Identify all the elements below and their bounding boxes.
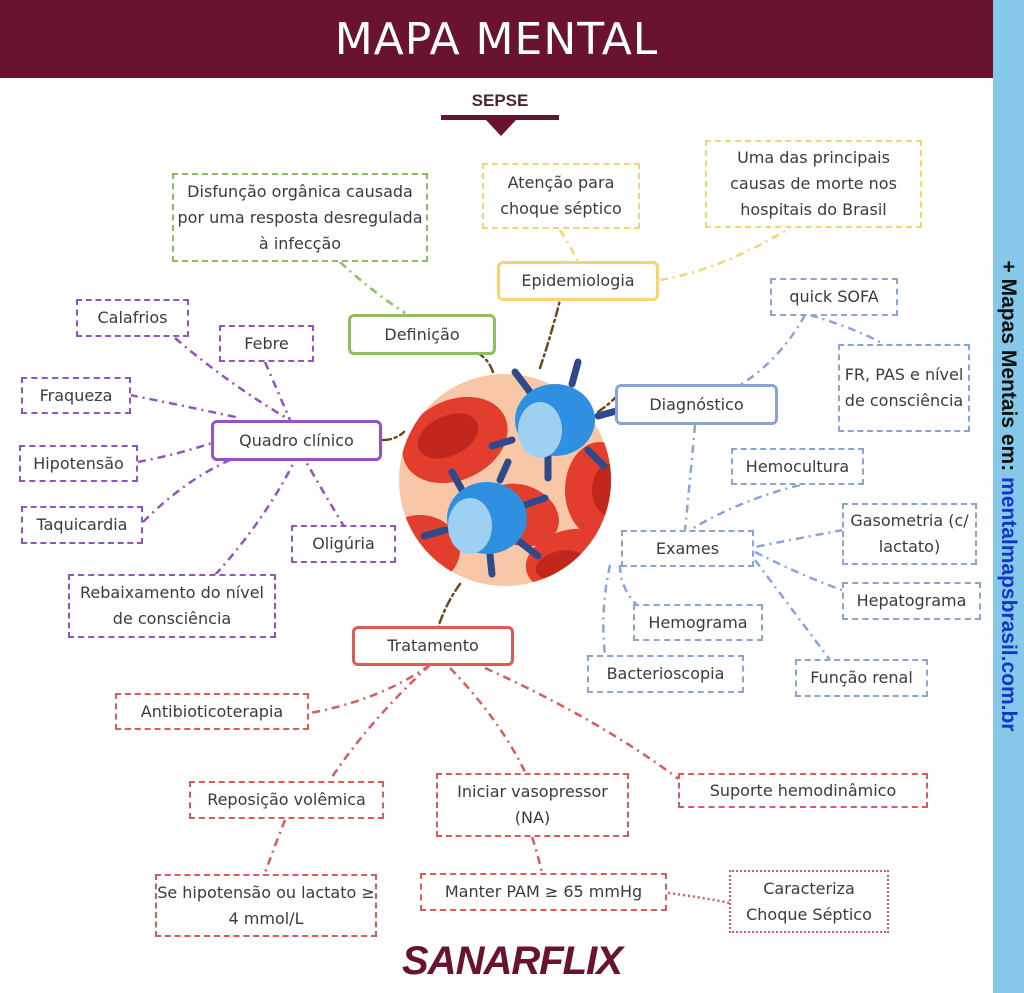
link-reposicao: [328, 664, 431, 781]
trat-vasopressor: Iniciar vasopressor (NA): [436, 773, 629, 837]
link-diagnostico: [596, 396, 617, 414]
diag-hepatograma: Hepatograma: [842, 582, 981, 620]
link-oliguria: [303, 459, 347, 529]
topic-underline: [441, 115, 559, 120]
trat-manter-pam: Manter PAM ≥ 65 mmHg: [420, 873, 667, 911]
link-rebaixamento: [214, 459, 297, 576]
link-vasopressor: [449, 667, 527, 773]
diag-hemograma: Hemograma: [633, 604, 763, 641]
epi-note-mortalidade: Uma das principais causas de morte nos h…: [705, 140, 922, 228]
sintoma-rebaixamento: Rebaixamento do nível de consciência: [68, 574, 276, 638]
header-banner: MAPA MENTAL: [0, 0, 993, 78]
epidemiologia-node: Epidemiologia: [497, 261, 659, 301]
link-epi-note2: [659, 226, 791, 282]
link-quadro: [381, 430, 406, 442]
diag-exames: Exames: [621, 530, 754, 567]
diag-bacterioscopia: Bacterioscopia: [587, 655, 744, 693]
link-hemocultura: [689, 483, 801, 532]
link-qsofa-items: [809, 313, 886, 347]
definicao-node: Definição: [348, 314, 496, 355]
sidebar-strip: [993, 0, 1024, 993]
link-hemograma: [618, 564, 641, 609]
link-antibiotico: [309, 663, 431, 715]
link-definicao: [474, 350, 495, 374]
diag-gasometria: Gasometria (c/ lactato): [842, 503, 977, 565]
sintoma-calafrios: Calafrios: [76, 299, 189, 337]
link-hipotensao: [137, 441, 213, 464]
trat-reposicao-volemica: Reposição volêmica: [189, 781, 384, 819]
diag-qsofa-criterios: FR, PAS e nível de consciência: [838, 344, 970, 432]
link-pam: [530, 836, 544, 874]
trat-choque-septico: Caracteriza Choque Séptico: [729, 870, 889, 933]
link-reposicao-note: [263, 819, 287, 874]
link-funcao-renal: [754, 559, 831, 661]
epi-note-choque: Atenção para choque séptico: [482, 163, 640, 229]
link-taquicardia: [142, 458, 231, 523]
link-calafrios: [174, 337, 291, 422]
sidebar-credit-prefix: + Mapas Mentais em:: [997, 260, 1020, 478]
sidebar-credit: + Mapas Mentais em: mentalmapsbrasil.com…: [996, 261, 1020, 732]
tratamento-node: Tratamento: [352, 626, 514, 666]
link-bacterioscopia: [602, 564, 612, 656]
link-epidemiologia: [538, 298, 562, 370]
sintoma-oliguria: Oligúria: [291, 525, 396, 563]
link-tratamento: [436, 582, 462, 630]
sintoma-febre: Febre: [219, 325, 314, 362]
trat-suporte-hemodinamico: Suporte hemodinâmico: [678, 773, 928, 808]
topic-arrow-icon: [486, 120, 516, 136]
link-gasometria: [754, 528, 844, 549]
bacteria-cells-illustration: [399, 358, 624, 586]
trat-reposicao-criterio: Se hipotensão ou lactato ≥ 4 mmol/L: [155, 874, 377, 937]
sintoma-fraqueza: Fraqueza: [21, 377, 131, 414]
quadro-clinico-node: Quadro clínico: [211, 420, 382, 461]
link-exames: [683, 424, 697, 531]
diag-hemocultura: Hemocultura: [731, 448, 864, 485]
link-epi-note1: [558, 229, 580, 263]
logo-part2: FLIX: [539, 938, 623, 983]
link-fraqueza: [129, 393, 241, 420]
link-febre: [263, 361, 292, 421]
link-hepatograma: [754, 550, 843, 592]
sidebar-credit-url[interactable]: mentalmapsbrasil.com.br: [997, 477, 1020, 732]
logo-part1: SANAR: [402, 938, 540, 983]
topic-title: SEPSE: [471, 91, 529, 110]
trat-antibioticoterapia: Antibioticoterapia: [115, 693, 309, 730]
connector-lines: [129, 226, 886, 905]
diagnostico-node: Diagnóstico: [615, 384, 778, 425]
definicao-text-box: Disfunção orgânica causada por uma respo…: [172, 173, 428, 262]
link-choque: [667, 891, 731, 905]
link-qsofa: [739, 314, 807, 387]
sintoma-hipotensao: Hipotensão: [19, 445, 138, 482]
diag-quick-sofa: quick SOFA: [770, 278, 898, 316]
sintoma-taquicardia: Taquicardia: [21, 506, 143, 544]
link-definicao-text: [339, 261, 406, 315]
diag-funcao-renal: Função renal: [795, 659, 928, 697]
page-title: MAPA MENTAL: [334, 13, 659, 65]
